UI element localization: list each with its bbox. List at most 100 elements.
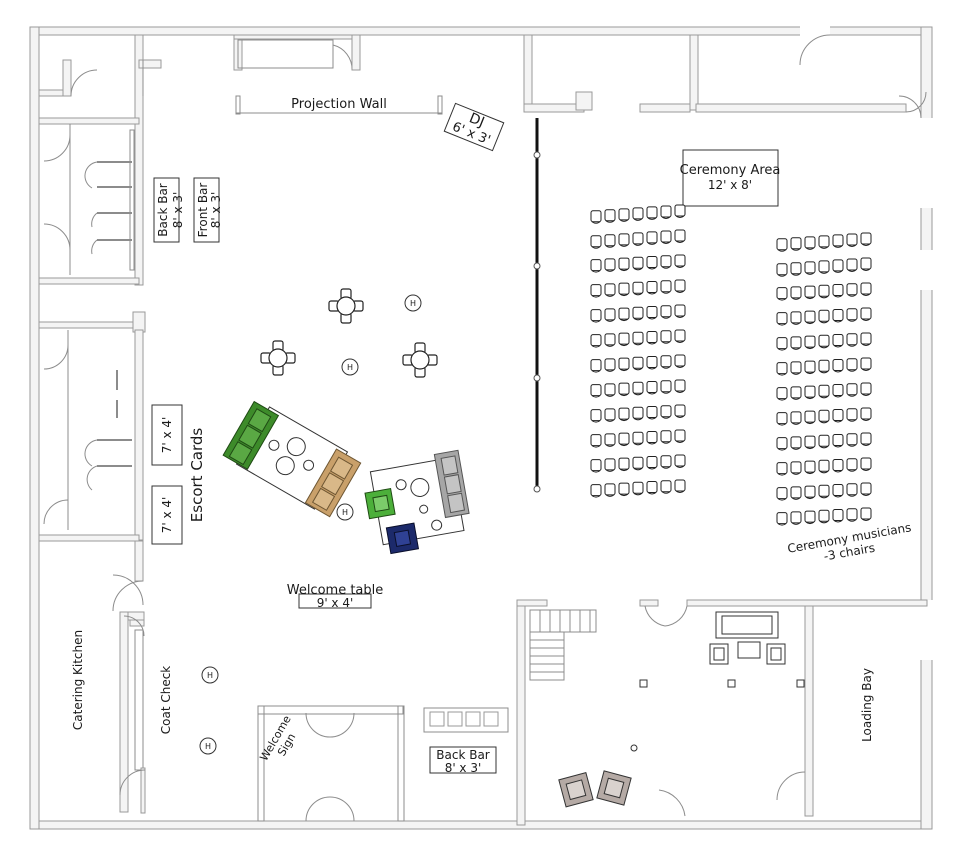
ceremony-chair: [776, 512, 788, 526]
back-bar-2: Back Bar 8' x 3': [429, 746, 497, 775]
ceremony-chair: [776, 337, 788, 351]
ceremony-area: Ceremony Area 12' x 8': [680, 149, 780, 207]
ceremony-chair: [776, 387, 788, 401]
ceremony-chair: [632, 481, 644, 496]
welcome-table-size: 9' x 4': [317, 596, 354, 610]
ceremony-chair: [618, 233, 630, 247]
ceremony-chair: [590, 235, 602, 249]
ceremony-chair: [846, 333, 858, 347]
ceremony-chair: [604, 333, 616, 347]
ceremony-chair: [846, 458, 858, 472]
ceremony-chair: [832, 509, 844, 523]
ceremony-chair: [818, 260, 830, 274]
ceremony-chair: [590, 384, 602, 398]
ceremony-chair: [804, 385, 816, 400]
ceremony-chair: [632, 331, 644, 346]
ceremony-chair: [590, 484, 602, 498]
ceremony-chair: [790, 237, 802, 251]
ceremony-chair: [674, 429, 686, 443]
ceremony-chair: [618, 407, 630, 422]
lounge-seating-1: [222, 400, 362, 518]
ceremony-chair: [860, 407, 872, 421]
highboy-marker: H: [341, 358, 359, 376]
coat-check-label: Coat Check: [159, 666, 173, 735]
ceremony-chair: [804, 510, 816, 525]
ceremony-chair: [604, 358, 616, 372]
cocktail-table: [328, 288, 364, 324]
back-bar-2-size: 8' x 3': [445, 761, 482, 775]
ceremony-chair: [590, 459, 602, 473]
ceremony-chair: [790, 486, 802, 500]
ceremony-chair: [776, 287, 788, 301]
ceremony-chair: [646, 381, 658, 395]
ceremony-chair: [660, 230, 672, 244]
ceremony-chair: [804, 285, 816, 300]
ceremony-chair: [860, 432, 872, 446]
ceremony-chair: [632, 431, 644, 446]
ceremony-chair: [674, 229, 686, 243]
ceremony-chair: [776, 362, 788, 376]
ceremony-chair: [776, 462, 788, 476]
ceremony-chair: [860, 282, 872, 296]
ceremony-chair: [846, 308, 858, 322]
ceremony-chair: [646, 331, 658, 345]
highboy-marker: H: [404, 294, 422, 312]
ceremony-chair: [674, 404, 686, 418]
ceremony-chair: [646, 281, 658, 295]
dj-label: DJ: [467, 110, 487, 130]
ceremony-chair: [846, 233, 858, 247]
ceremony-chair: [618, 332, 630, 347]
svg-text:H: H: [205, 742, 211, 751]
ceremony-chair: [646, 306, 658, 320]
ceremony-chair: [832, 434, 844, 448]
ceremony-chair: [860, 357, 872, 371]
ceremony-chair: [804, 335, 816, 350]
ceremony-chair: [618, 382, 630, 397]
highboy-marker: H: [199, 737, 217, 755]
svg-text:H: H: [410, 299, 416, 308]
left-wall: [29, 26, 40, 830]
ceremony-chair: [832, 384, 844, 398]
ceremony-chair: [832, 409, 844, 423]
ceremony-chair: [790, 511, 802, 525]
ceremony-chair: [832, 359, 844, 373]
ceremony-chair: [632, 281, 644, 296]
lounge-seating-2: [364, 449, 470, 555]
ceremony-chair: [632, 406, 644, 421]
ceremony-chair: [790, 286, 802, 300]
ceremony-chair: [674, 254, 686, 268]
outer-walls: [29, 26, 933, 830]
ceremony-chair: [860, 332, 872, 346]
escort-cards-label: Escort Cards: [188, 428, 206, 523]
ceremony-chair: [790, 461, 802, 475]
highboy-markers: H H H H H: [199, 294, 422, 755]
ceremony-chair: [590, 334, 602, 348]
ceremony-chair: [818, 409, 830, 424]
ceremony-chair: [646, 481, 658, 495]
ceremony-chair: [818, 384, 830, 399]
front-bar: Front Bar 8' x 3': [193, 177, 223, 243]
ceremony-chair: [604, 383, 616, 397]
ceremony-chair: [674, 479, 686, 493]
ceremony-chair: [674, 454, 686, 468]
ceremony-chair: [660, 280, 672, 294]
ceremony-chair: [674, 379, 686, 393]
ceremony-chair: [590, 259, 602, 273]
ceremony-chairs-left: [590, 204, 686, 498]
ceremony-chair: [832, 484, 844, 498]
ceremony-chair: [832, 459, 844, 473]
ceremony-chair: [804, 435, 816, 450]
ceremony-chair: [660, 355, 672, 369]
ceremony-chair: [590, 359, 602, 373]
ceremony-chair: [860, 257, 872, 271]
ceremony-chair: [660, 255, 672, 269]
cocktail-table: [402, 342, 438, 378]
ceremony-chair: [846, 483, 858, 497]
ceremony-chair: [618, 457, 630, 472]
highboy-marker: H: [201, 666, 219, 684]
ceremony-chair: [646, 256, 658, 270]
ceremony-chair: [646, 406, 658, 420]
svg-text:H: H: [342, 508, 348, 517]
left-rooms: [38, 34, 162, 814]
